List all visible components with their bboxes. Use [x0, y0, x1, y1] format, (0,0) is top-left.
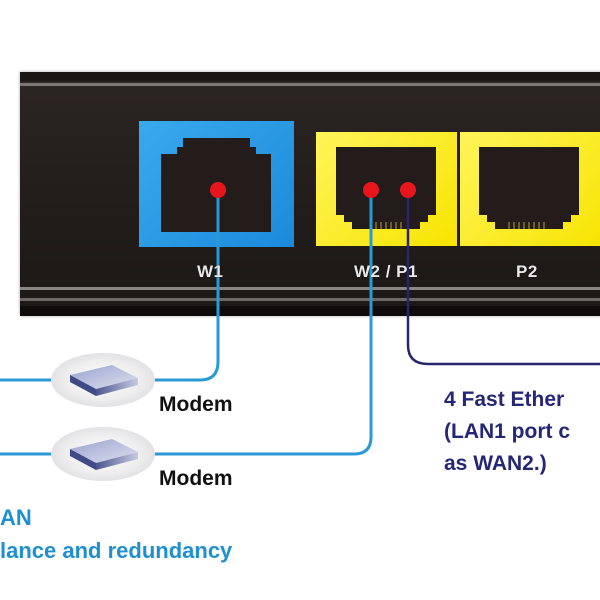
- modem-icon: [51, 427, 155, 481]
- wan1-cable-line: [152, 190, 220, 382]
- device-bottom-stripe-2: [20, 298, 600, 301]
- connection-dot-w1: [210, 182, 226, 198]
- modem-label: Modem: [159, 393, 233, 416]
- device-top-stripe: [20, 83, 600, 86]
- lan-caption-line: 4 Fast Ether: [444, 388, 565, 411]
- modem-label: Modem: [159, 467, 233, 490]
- lan-cable-line: [406, 190, 600, 366]
- wan-caption-line: lance and redundancy: [0, 538, 233, 563]
- device-top-edge: [20, 72, 600, 81]
- wan2-cable-line: [152, 190, 373, 456]
- rj45-pins-p2: [508, 222, 545, 229]
- lan-caption-line: (LAN1 port c: [444, 420, 570, 443]
- connection-dot-w2: [363, 182, 379, 198]
- rj45-socket-icon: [336, 147, 436, 229]
- modem-icon: [51, 353, 155, 407]
- port-label-p2: P2: [516, 262, 538, 281]
- device-bottom-edge: [20, 306, 600, 316]
- device-bottom-stripe: [20, 287, 600, 290]
- port-label-w1: W1: [197, 262, 224, 281]
- rj45-pins-w2: [370, 222, 402, 229]
- lan-caption-line: as WAN2.): [444, 452, 547, 475]
- connection-dot-p1: [400, 182, 416, 198]
- rj45-socket-icon-p2: [479, 147, 579, 229]
- wan-caption-line: AN: [0, 505, 32, 530]
- port-label-w2-p1: W2 / P1: [354, 262, 418, 281]
